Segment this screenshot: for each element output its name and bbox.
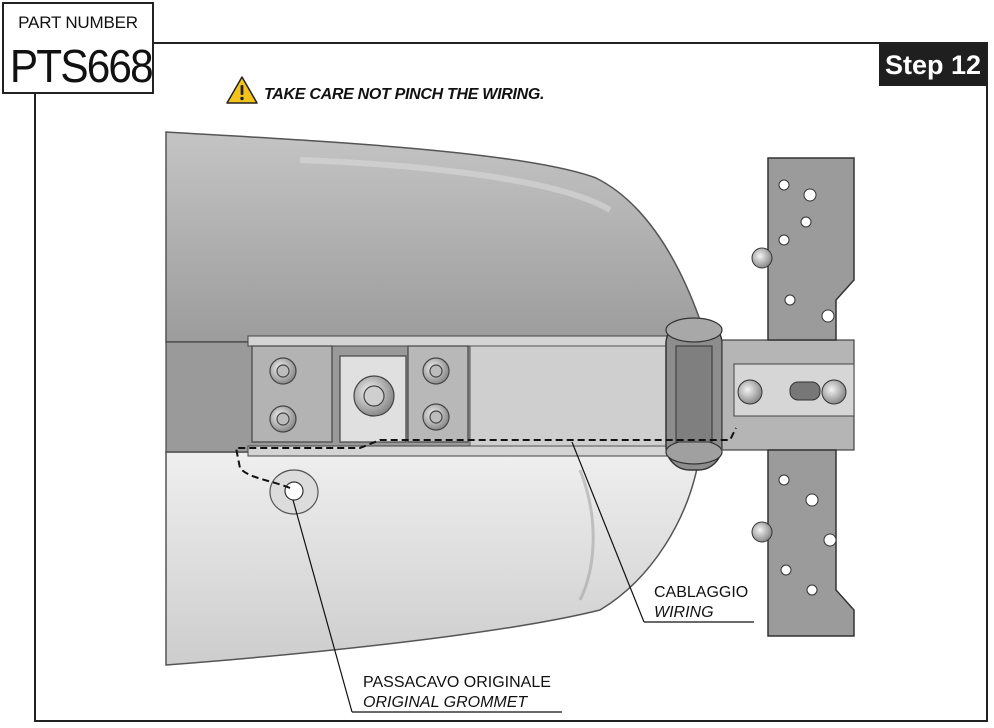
frame-plate bbox=[767, 157, 855, 637]
cover-panel-upper bbox=[165, 131, 701, 343]
grommet-label: PASSACAVO ORIGINALE ORIGINAL GROMMET bbox=[363, 673, 551, 713]
bolts bbox=[269, 357, 450, 433]
step-badge: Step 12 bbox=[879, 44, 987, 86]
warning-triangle-icon bbox=[226, 76, 258, 104]
wiring-route bbox=[234, 427, 737, 489]
grommet-label-en: ORIGINAL GROMMET bbox=[363, 694, 528, 711]
part-number-box: PART NUMBER PTS668 bbox=[2, 2, 154, 94]
wiring-label-it: CABLAGGIO bbox=[654, 584, 749, 601]
grommet bbox=[269, 469, 319, 515]
part-number-caption: PART NUMBER bbox=[18, 13, 138, 32]
part-number: PTS668 bbox=[9, 40, 154, 92]
wiring-label-en: WIRING bbox=[654, 604, 714, 621]
warning-text: TAKE CARE NOT PINCH THE WIRING. bbox=[264, 86, 545, 103]
frame-holes bbox=[778, 179, 837, 596]
leader-lines bbox=[292, 441, 754, 713]
warning-banner: TAKE CARE NOT PINCH THE WIRING. bbox=[226, 76, 544, 104]
wiring-label: CABLAGGIO WIRING bbox=[654, 583, 748, 623]
cover-panel-lower bbox=[165, 451, 701, 666]
grommet-label-it: PASSACAVO ORIGINALE bbox=[363, 674, 551, 691]
page-frame bbox=[34, 42, 988, 722]
